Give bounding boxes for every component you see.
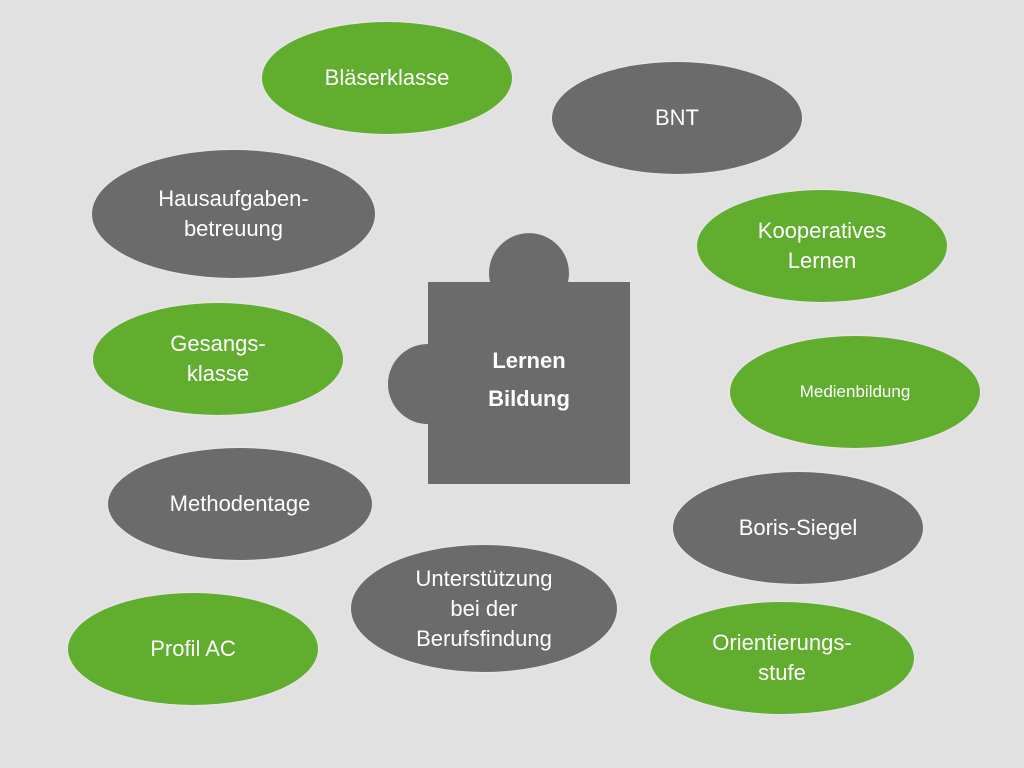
center-label: Lernen Bildung (465, 342, 593, 418)
center-label-bildung: Bildung (488, 386, 570, 411)
node-orientierungsstufe: Orientierungs- stufe (650, 602, 914, 714)
node-bnt: BNT (552, 62, 802, 174)
puzzle-piece-shape (388, 233, 630, 484)
node-blaeserklasse: Bläserklasse (262, 22, 512, 134)
node-methodentage: Methodentage (108, 448, 372, 560)
node-profil-ac: Profil AC (68, 593, 318, 705)
node-hausaufgabenbetreuung: Hausaufgaben- betreuung (92, 150, 375, 278)
node-gesangsklasse: Gesangs- klasse (93, 303, 343, 415)
node-kooperatives-lernen: Kooperatives Lernen (697, 190, 947, 302)
node-medienbildung: Medienbildung (730, 336, 980, 448)
node-unterstuetzung-berufsfindung: Unterstützung bei der Berufsfindung (351, 545, 617, 672)
center-label-lernen: Lernen (492, 348, 566, 373)
node-boris-siegel: Boris-Siegel (673, 472, 923, 584)
